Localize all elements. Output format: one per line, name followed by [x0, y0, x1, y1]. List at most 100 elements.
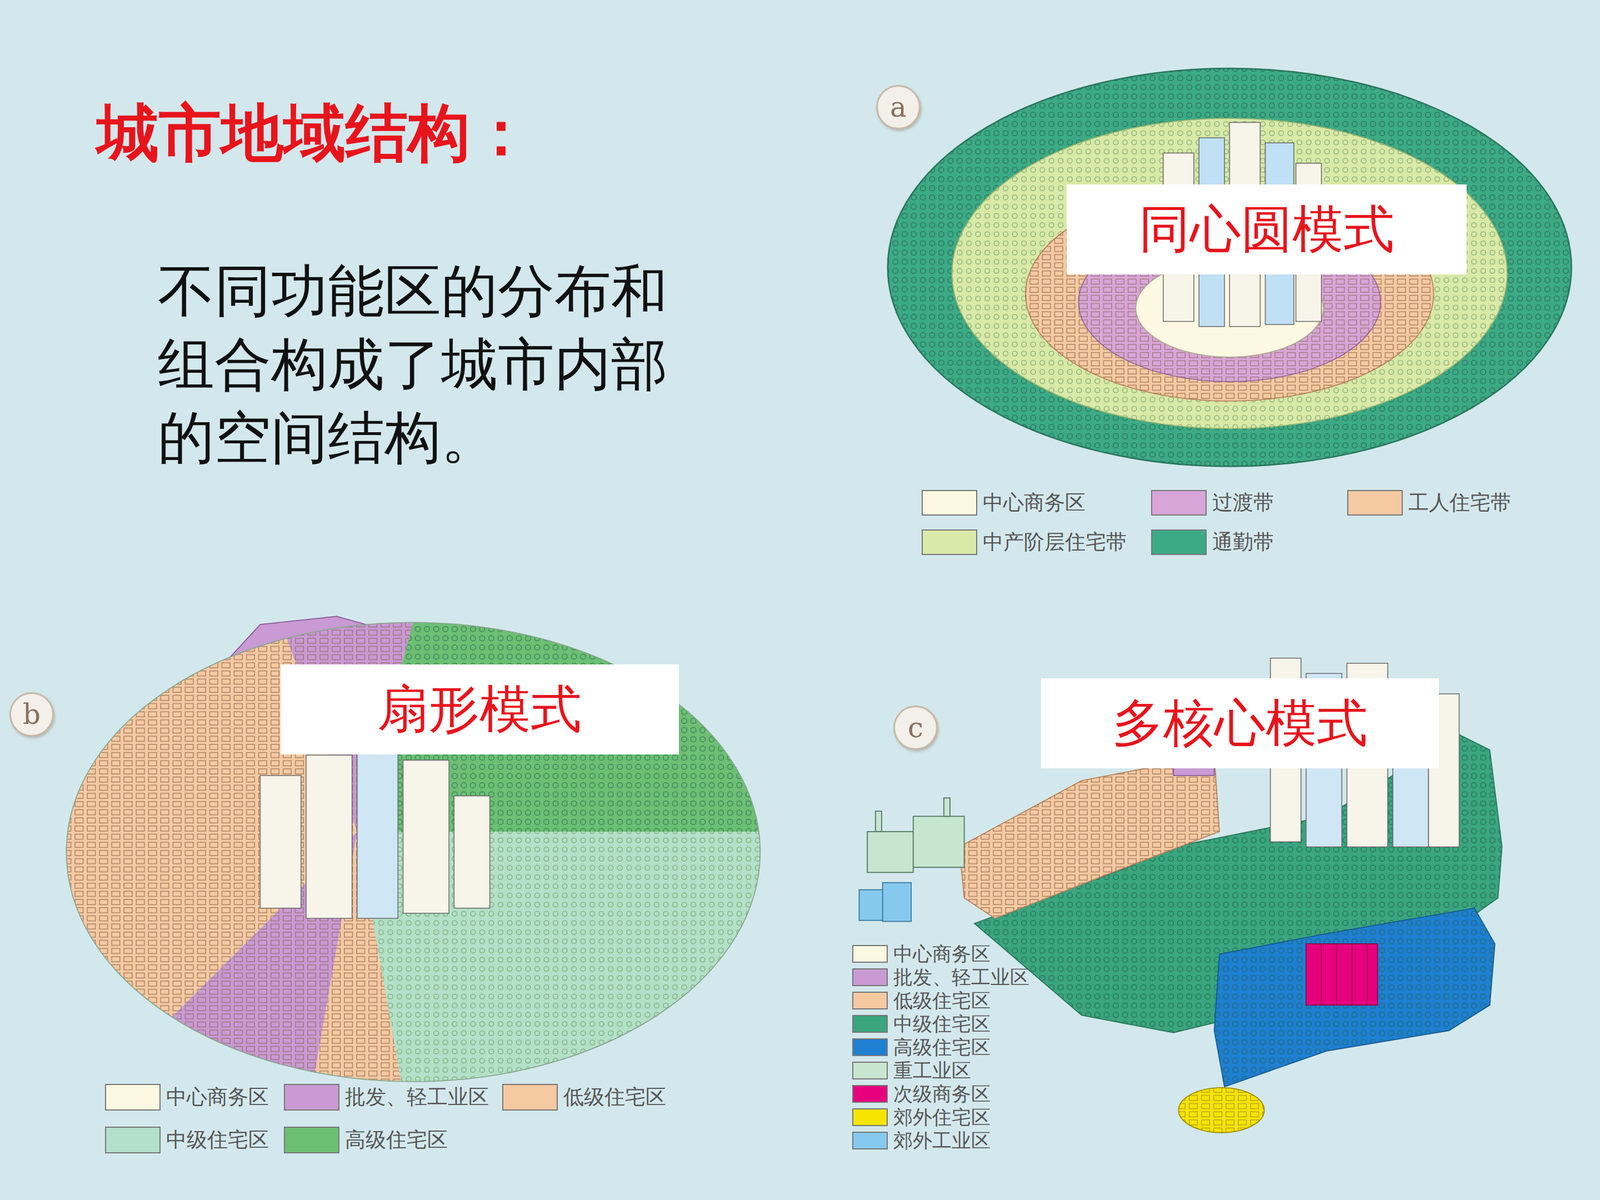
legend-item: 过渡带 [1151, 490, 1274, 516]
panel-letter: b [9, 692, 54, 737]
node-text: b [22, 700, 41, 729]
illustration-shape [1306, 943, 1378, 1005]
legend-swatch [852, 1061, 888, 1080]
illustration-shape [1178, 1087, 1264, 1133]
legend-swatch [852, 945, 888, 963]
legend-item: 低级住宅区 [852, 991, 991, 1010]
illustration-shape [1214, 908, 1495, 1087]
slide-title: 城市地域结构： [96, 98, 533, 168]
legend-text: 批发、轻工业区 [345, 1083, 489, 1112]
legend-swatch [502, 1083, 558, 1111]
legend-item: 高级住宅区 [852, 1038, 991, 1057]
node-text: 扇形模式 [377, 681, 582, 738]
legend-swatch [852, 968, 888, 987]
legend-item: 高级住宅区 [283, 1126, 448, 1154]
illustration-shape [875, 811, 882, 832]
legend-text: 批发、轻工业区 [893, 964, 1030, 991]
legend-swatch [852, 1108, 888, 1127]
legend-text: 低级住宅区 [893, 987, 991, 1014]
legend-item: 工人住宅带 [1347, 490, 1512, 516]
legend-text: 郊外住宅区 [893, 1104, 991, 1131]
legend-text: 高级住宅区 [893, 1034, 991, 1061]
legend-item: 低级住宅区 [502, 1083, 667, 1111]
illustration-shape [402, 760, 449, 914]
legend-item: 中心商务区 [105, 1083, 269, 1111]
legend-text: 工人住宅带 [1408, 488, 1512, 517]
legend-item: 郊外住宅区 [852, 1108, 991, 1127]
legend-item: 中级住宅区 [852, 1015, 991, 1033]
legend-text: 低级住宅区 [563, 1083, 667, 1112]
multiple-nuclei-figure [859, 658, 1503, 1133]
legend-text: 中心商务区 [893, 941, 991, 968]
illustration-shape [952, 118, 1508, 429]
illustration-shape [357, 734, 398, 919]
illustration-shape [913, 816, 965, 868]
legend-item: 通勤带 [1151, 529, 1274, 555]
illustration-shape [867, 831, 914, 873]
node-text: 多核心模式 [1112, 695, 1368, 752]
legend-swatch [852, 1015, 888, 1033]
illustration-shape [1214, 908, 1495, 1087]
illustration-shape [859, 890, 885, 921]
legend-item: 次级商务区 [852, 1085, 991, 1103]
illustration-shape [887, 68, 1572, 467]
illustration-shape [453, 796, 490, 909]
illustration-shape [0, 240, 970, 1200]
legend-swatch [283, 1083, 340, 1111]
model-title-box: 扇形模式 [280, 664, 679, 754]
node-text: a [890, 93, 907, 122]
legend-swatch [852, 991, 888, 1010]
legend-item: 重工业区 [852, 1061, 972, 1080]
legend-item: 批发、轻工业区 [283, 1083, 489, 1111]
illustration-shape [306, 755, 353, 919]
legend-text: 次级商务区 [893, 1081, 991, 1108]
legend-swatch [105, 1126, 161, 1154]
sector-model-figure [0, 240, 970, 1200]
illustration-shape [882, 882, 912, 922]
illustration-group [0, 68, 1572, 1200]
legend-swatch [1151, 529, 1207, 555]
legend-text: 中级住宅区 [893, 1011, 991, 1038]
illustration-shape [1178, 1087, 1264, 1133]
legend-text: 中产阶层住宅带 [982, 528, 1127, 557]
legend-swatch [283, 1126, 340, 1154]
legend-swatch [1151, 490, 1207, 516]
illustration-shape [260, 775, 301, 909]
model-title-box: 同心圆模式 [1066, 184, 1467, 274]
panel-letter: c [893, 705, 938, 750]
illustration-shape [952, 118, 1508, 429]
legend-text: 中心商务区 [982, 488, 1086, 517]
body-text: 不同功能区的分布和组合构成了城市内部的空间结构。 [157, 254, 692, 475]
legend-text: 通勤带 [1212, 528, 1274, 557]
node-text: 同心圆模式 [1138, 201, 1395, 258]
legend-text: 高级住宅区 [345, 1126, 448, 1154]
model-title-box: 多核心模式 [1041, 678, 1439, 768]
legend-item: 中级住宅区 [105, 1126, 269, 1154]
legend-item: 中心商务区 [921, 490, 1086, 516]
legend-swatch [921, 529, 978, 555]
legend-item: 批发、轻工业区 [852, 968, 1030, 987]
illustration-shape [1321, 943, 1368, 1005]
legend-text: 郊外工业区 [893, 1127, 991, 1154]
legend-text: 中心商务区 [166, 1083, 269, 1112]
legend-item: 中产阶层住宅带 [921, 529, 1127, 555]
legend-swatch [1347, 490, 1403, 516]
legend-swatch [852, 1131, 888, 1150]
legend-text: 重工业区 [893, 1057, 972, 1084]
legend-text: 中级住宅区 [166, 1126, 269, 1154]
illustration-shape [943, 797, 950, 817]
legend-item: 郊外工业区 [852, 1131, 991, 1150]
legend-swatch [852, 1038, 888, 1057]
illustration-shape [958, 755, 1219, 919]
legend-text: 过渡带 [1212, 488, 1274, 517]
illustration-shape [66, 622, 760, 1082]
legend-swatch [852, 1085, 888, 1103]
illustration-shape [958, 755, 1219, 919]
node-text: c [907, 713, 924, 742]
legend-item: 中心商务区 [852, 945, 991, 963]
panel-letter: a [876, 85, 921, 130]
legend-swatch [105, 1083, 161, 1111]
